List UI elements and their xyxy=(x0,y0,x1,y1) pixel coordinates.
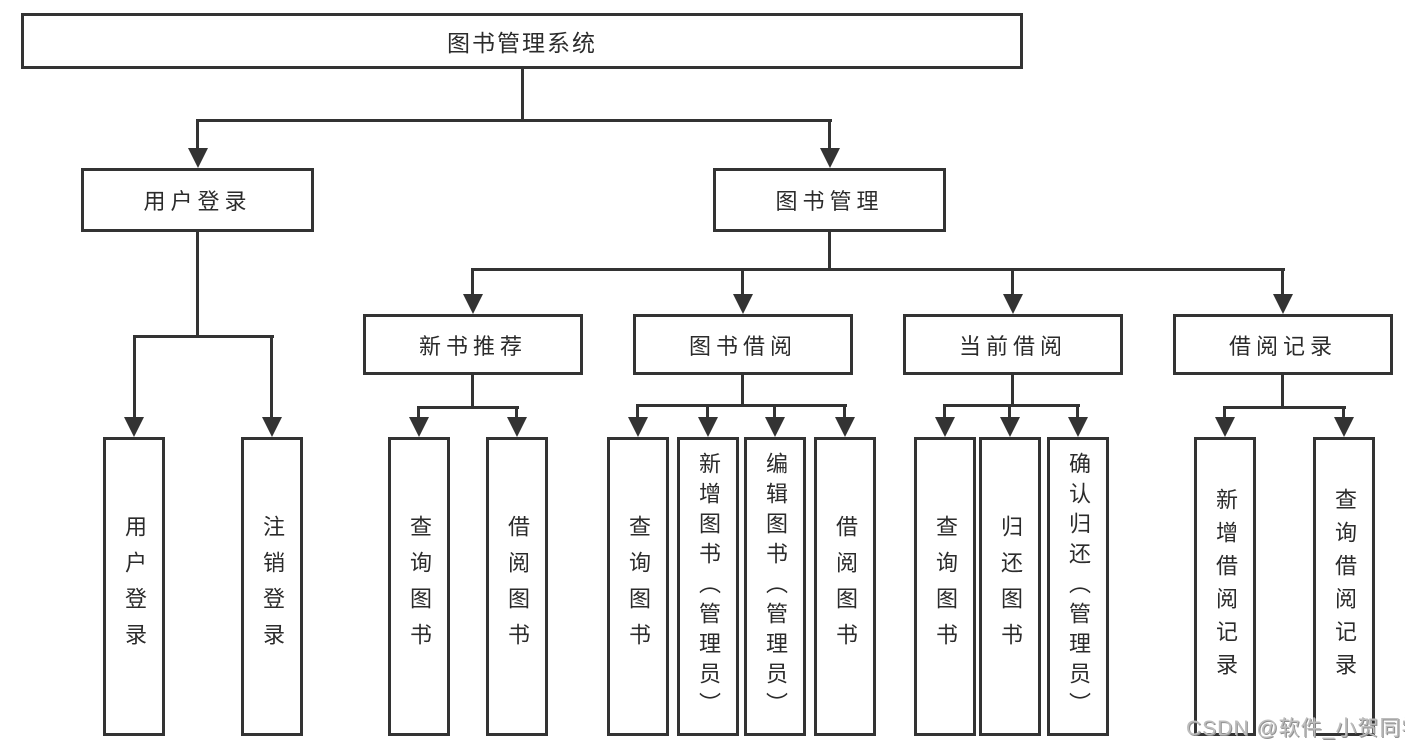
connector-groupB-rail xyxy=(636,404,847,407)
arrow-down-icon xyxy=(1334,417,1354,437)
connector-drop xyxy=(196,119,199,151)
connector-user-login-trunk xyxy=(196,231,199,337)
leaf-label: 确认归还（管理员） xyxy=(1066,451,1091,722)
arrow-down-icon xyxy=(628,417,648,437)
connector-groupD-trunk xyxy=(1281,375,1284,408)
leaf-user-login: 用户登录 xyxy=(103,437,165,736)
leaf-return-books: 归还图书 xyxy=(979,437,1041,736)
connector-drop xyxy=(1281,268,1284,296)
leaf-label: 注销登录 xyxy=(260,514,285,659)
arrow-down-icon xyxy=(1068,417,1088,437)
arrow-down-icon xyxy=(1273,294,1293,314)
connector-groupB-trunk xyxy=(741,375,744,406)
connector-drop xyxy=(515,406,518,419)
connector-drop xyxy=(1223,406,1226,419)
node-book-management: 图书管理 xyxy=(713,168,946,232)
leaf-add-book-admin: 新增图书（管理员） xyxy=(677,437,739,736)
connector-drop xyxy=(1342,406,1345,419)
leaf-add-borrow-record: 新增借阅记录 xyxy=(1194,437,1256,736)
connector-groupA-rail xyxy=(417,406,519,409)
arrow-down-icon xyxy=(1000,417,1020,437)
leaf-label: 新增图书（管理员） xyxy=(696,451,721,722)
leaf-query-books-recommend: 查询图书 xyxy=(388,437,450,736)
connector-drop xyxy=(843,404,846,419)
leaf-label: 查询图书 xyxy=(626,514,651,659)
node-user-login: 用户登录 xyxy=(81,168,314,232)
connector-level2-rail xyxy=(196,119,832,122)
leaf-edit-book-admin: 编辑图书（管理员） xyxy=(744,437,806,736)
connector-drop xyxy=(828,119,831,151)
arrow-down-icon xyxy=(507,417,527,437)
arrow-down-icon xyxy=(1003,294,1023,314)
arrow-down-icon xyxy=(835,417,855,437)
connector-drop xyxy=(943,404,946,419)
leaf-label: 用户登录 xyxy=(122,514,147,659)
connector-drop xyxy=(471,268,474,296)
connector-book-mgmt-trunk xyxy=(828,231,831,270)
leaf-label: 新增借阅记录 xyxy=(1213,487,1238,686)
leaf-label: 借阅图书 xyxy=(505,514,530,659)
node-current-borrow: 当前借阅 xyxy=(903,314,1123,375)
node-library-system-root: 图书管理系统 xyxy=(21,13,1023,69)
connector-drop xyxy=(741,268,744,296)
connector-groupC-rail xyxy=(943,404,1080,407)
leaf-label: 查询借阅记录 xyxy=(1332,487,1357,686)
leaf-query-borrow-record: 查询借阅记录 xyxy=(1313,437,1375,736)
arrow-down-icon xyxy=(935,417,955,437)
connector-drop xyxy=(636,404,639,419)
leaf-borrow-books-recommend: 借阅图书 xyxy=(486,437,548,736)
connector-drop xyxy=(270,335,273,419)
connector-level3-rail xyxy=(471,268,1285,271)
connector-drop xyxy=(706,404,709,419)
arrow-down-icon xyxy=(698,417,718,437)
leaf-label: 查询图书 xyxy=(933,514,958,659)
csdn-watermark: CSDN @软件_小贺同学 xyxy=(1186,717,1405,740)
arrow-down-icon xyxy=(765,417,785,437)
leaf-query-books-current: 查询图书 xyxy=(914,437,976,736)
node-book-borrow: 图书借阅 xyxy=(633,314,853,375)
connector-groupD-rail xyxy=(1223,406,1346,409)
arrow-down-icon xyxy=(409,417,429,437)
arrow-down-icon xyxy=(820,148,840,168)
connector-drop xyxy=(1076,404,1079,419)
arrow-down-icon xyxy=(733,294,753,314)
arrow-down-icon xyxy=(262,417,282,437)
node-new-book-recommend: 新书推荐 xyxy=(363,314,583,375)
leaf-label: 借阅图书 xyxy=(833,514,858,659)
leaf-label: 归还图书 xyxy=(998,514,1023,659)
node-borrow-records: 借阅记录 xyxy=(1173,314,1393,375)
leaf-query-books-borrow: 查询图书 xyxy=(607,437,669,736)
leaf-confirm-return-admin: 确认归还（管理员） xyxy=(1047,437,1109,736)
connector-groupC-trunk xyxy=(1011,375,1014,406)
connector-groupA-trunk xyxy=(471,375,474,408)
connector-drop xyxy=(773,404,776,419)
arrow-down-icon xyxy=(463,294,483,314)
leaf-label: 编辑图书（管理员） xyxy=(763,451,788,722)
leaf-logout: 注销登录 xyxy=(241,437,303,736)
arrow-down-icon xyxy=(1215,417,1235,437)
connector-drop xyxy=(1011,268,1014,296)
connector-drop xyxy=(417,406,420,419)
connector-root-trunk xyxy=(521,69,524,121)
connector-user-login-rail xyxy=(133,335,274,338)
connector-drop xyxy=(133,335,136,419)
connector-drop xyxy=(1008,404,1011,419)
leaf-label: 查询图书 xyxy=(407,514,432,659)
leaf-borrow-books: 借阅图书 xyxy=(814,437,876,736)
arrow-down-icon xyxy=(188,148,208,168)
arrow-down-icon xyxy=(124,417,144,437)
